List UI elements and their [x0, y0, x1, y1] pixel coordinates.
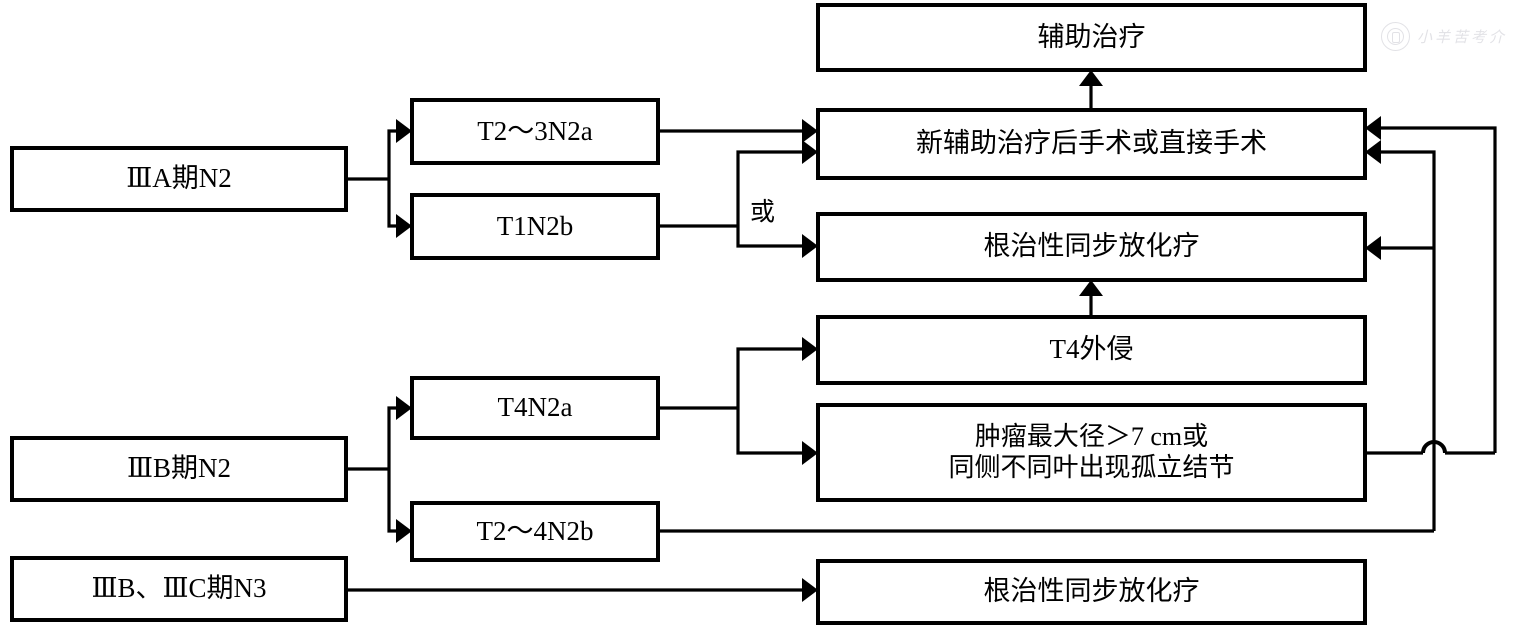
- arrowhead-to-t23n2a: [396, 119, 412, 143]
- edge-stage3a-to-branches: [346, 119, 412, 238]
- arrowhead-to-t4n2a: [396, 396, 412, 420]
- edge-t24n2b-to-surgery-and-crt: [658, 140, 1436, 533]
- node-boxes: [10, 3, 1367, 625]
- edge-stage3bc-n3-to-crt-bottom: [346, 578, 818, 602]
- arrowhead-to-t1n2b: [396, 214, 412, 238]
- edge-surgery-to-adjuvant: [1079, 70, 1103, 110]
- arrowhead-surgery-left-top: [802, 119, 818, 143]
- connector-label-or: 或: [750, 199, 776, 226]
- arrowhead-to-t4invade: [802, 337, 818, 361]
- arrowhead-crt-top-left: [802, 234, 818, 258]
- node-box-t24n2b: [410, 501, 660, 562]
- arrowhead-to-crt-bottom: [802, 578, 818, 602]
- node-box-crt-bottom: [816, 559, 1367, 625]
- edge-bigtumor-to-surgery: [1365, 116, 1497, 455]
- arrowhead-surgery-right-bottom: [1365, 140, 1381, 164]
- edge-stage3b-to-branches: [346, 396, 412, 543]
- node-box-bigtumor: [816, 403, 1367, 502]
- arrowhead-surgery-left-bottom: [802, 140, 818, 164]
- arrowhead-to-bigtumor: [802, 441, 818, 465]
- node-box-t1n2b: [410, 193, 660, 260]
- node-box-stage3b: [10, 436, 348, 502]
- node-box-stage3bc-n3: [10, 556, 348, 622]
- edge-t23n2a-to-surgery: [658, 119, 818, 143]
- node-box-t4n2a: [410, 376, 660, 440]
- arrowhead-to-crt-top-bottom: [1079, 280, 1103, 296]
- node-box-crt-top: [816, 212, 1367, 282]
- arrowhead-surgery-right-top: [1365, 116, 1381, 140]
- node-box-stage3a: [10, 146, 348, 212]
- edge-t4n2a-to-t4invade-and-bigtumor: [658, 337, 818, 465]
- edge-t1n2b-to-surgery-and-crt: [658, 140, 818, 258]
- node-box-surgery: [816, 108, 1367, 180]
- arrowhead-to-adjuvant: [1079, 70, 1103, 86]
- arrowhead-crt-top-right: [1365, 236, 1381, 260]
- node-box-t23n2a: [410, 98, 660, 165]
- arrowhead-to-t24n2b: [396, 519, 412, 543]
- edge-t4invade-to-crt-top: [1079, 280, 1103, 317]
- node-box-adjuvant: [816, 3, 1367, 72]
- node-box-t4invade: [816, 315, 1367, 385]
